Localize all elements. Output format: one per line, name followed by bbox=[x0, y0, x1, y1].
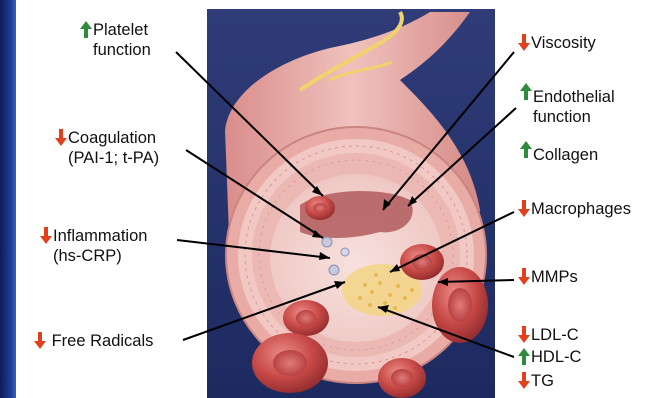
collagen-text: Collagen bbox=[533, 145, 598, 165]
free-radicals-label: Free Radicals bbox=[34, 331, 153, 351]
down-arrow-icon bbox=[518, 372, 530, 389]
hdl-c-text: HDL-C bbox=[531, 347, 581, 367]
up-arrow-icon bbox=[520, 141, 532, 158]
down-arrow-icon bbox=[518, 200, 530, 217]
tg-label: TG bbox=[518, 371, 554, 391]
inflammation-label: Inflammation (hs-CRP) bbox=[40, 226, 147, 266]
down-arrow-icon bbox=[40, 227, 52, 244]
free-radicals-text: Free Radicals bbox=[52, 331, 154, 351]
macrophages-text: Macrophages bbox=[531, 199, 631, 219]
up-arrow-icon bbox=[518, 348, 530, 365]
coagulation-label: Coagulation (PAI-1; t-PA) bbox=[55, 128, 159, 168]
collagen-label: Collagen bbox=[520, 140, 598, 165]
down-arrow-icon bbox=[55, 129, 67, 146]
ldl-c-label: LDL-C bbox=[518, 325, 579, 345]
down-arrow-icon bbox=[518, 326, 530, 343]
down-arrow-icon bbox=[518, 34, 530, 51]
down-arrow-icon bbox=[34, 332, 46, 349]
endothelial-function-label: Endothelial function bbox=[520, 82, 615, 127]
coagulation-line2: (PAI-1; t-PA) bbox=[68, 149, 159, 167]
platelet-line1: Platelet bbox=[93, 21, 148, 39]
endothelial-line1: Endothelial bbox=[533, 88, 615, 106]
up-arrow-icon bbox=[80, 21, 92, 38]
endothelial-line2: function bbox=[533, 108, 591, 126]
viscosity-text: Viscosity bbox=[531, 33, 596, 53]
tg-text: TG bbox=[531, 371, 554, 391]
platelet-line2: function bbox=[93, 41, 151, 59]
platelet-function-label: Platelet function bbox=[80, 20, 151, 60]
hdl-c-label: HDL-C bbox=[518, 347, 581, 367]
macrophages-label: Macrophages bbox=[518, 199, 631, 219]
up-arrow-icon bbox=[520, 83, 532, 100]
mmps-label: MMPs bbox=[518, 267, 578, 287]
mmps-text: MMPs bbox=[531, 267, 578, 287]
ldl-c-text: LDL-C bbox=[531, 325, 579, 345]
inflammation-line1: Inflammation bbox=[53, 227, 147, 245]
coagulation-line1: Coagulation bbox=[68, 129, 156, 147]
viscosity-label: Viscosity bbox=[518, 33, 596, 53]
inflammation-line2: (hs-CRP) bbox=[53, 247, 122, 265]
down-arrow-icon bbox=[518, 268, 530, 285]
